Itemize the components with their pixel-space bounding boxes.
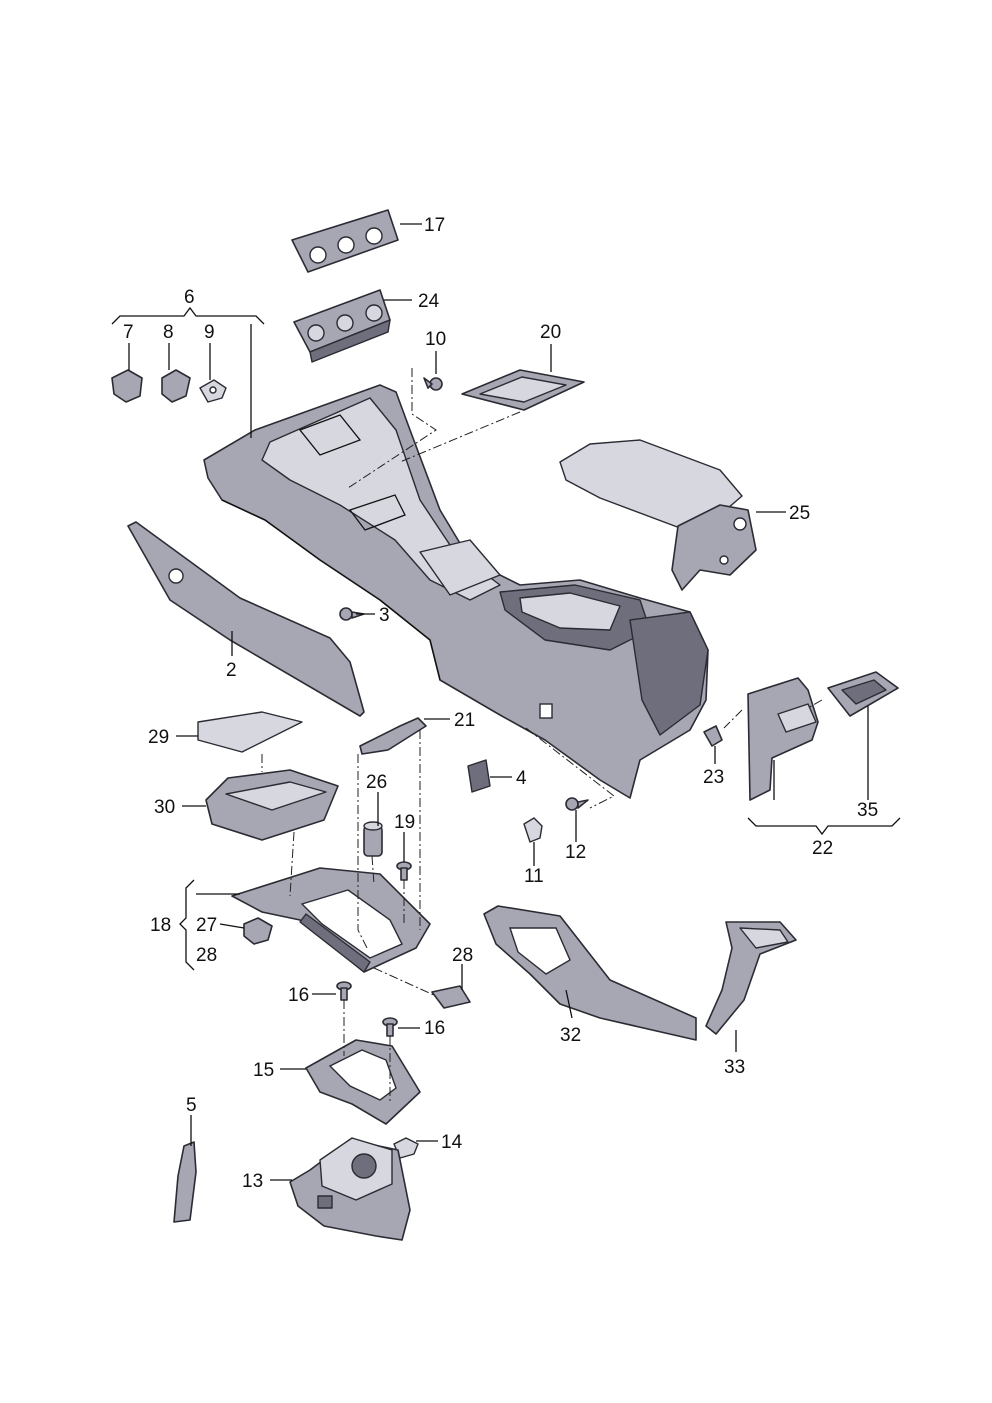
callout-30: 30 (154, 797, 175, 818)
part-15-bracket (305, 1039, 421, 1125)
part-16-screw-a (336, 981, 352, 1001)
part-4-switch (467, 759, 491, 793)
callout-32: 32 (560, 1025, 581, 1046)
part-24-control-unit (293, 289, 391, 363)
part-5-trim-strip (173, 1141, 197, 1223)
part-8-clip (161, 369, 191, 403)
part-28-clip (431, 985, 471, 1009)
callout-10: 10 (425, 329, 446, 350)
part-29-insert-mat (197, 711, 303, 753)
callout-9: 9 (204, 322, 215, 343)
callout-27: 27 (196, 915, 217, 936)
callout-3: 3 (379, 605, 390, 626)
callout-21: 21 (454, 710, 475, 731)
assembly-lines (261, 368, 823, 1102)
part-35-air-vent (827, 671, 899, 717)
part-7-clip (111, 369, 143, 403)
callout-17: 17 (424, 215, 445, 236)
part-32-air-duct (483, 905, 697, 1041)
leader-lines (111, 223, 901, 1181)
callout-35: 35 (857, 800, 878, 821)
part-27-clip (243, 917, 273, 945)
callout-6: 6 (184, 287, 195, 308)
callout-16-left: 16 (288, 985, 309, 1006)
callout-20: 20 (540, 322, 561, 343)
callout-7: 7 (123, 322, 134, 343)
part-20-mat (461, 369, 585, 411)
callout-5: 5 (186, 1095, 197, 1116)
part-6-center-console (203, 384, 709, 799)
part-22-rear-trim (747, 677, 819, 801)
part-23-bulb-holder (703, 725, 723, 747)
callout-15: 15 (253, 1060, 274, 1081)
part-13-shift-housing (289, 1137, 411, 1241)
part-33-air-duct (705, 921, 797, 1035)
part-21-bracket (359, 717, 427, 755)
callout-23: 23 (703, 767, 724, 788)
callout-12: 12 (565, 842, 586, 863)
part-9-nut (199, 379, 227, 403)
part-30-storage-tray (205, 769, 339, 841)
part-26-sleeve (363, 821, 383, 857)
callout-11: 11 (524, 866, 544, 887)
callout-29: 29 (148, 727, 169, 748)
part-18-shift-frame (231, 867, 431, 973)
part-11-cap (523, 817, 543, 843)
callout-26: 26 (366, 772, 387, 793)
callout-22: 22 (812, 838, 833, 859)
part-10-screw (423, 377, 443, 391)
callout-24: 24 (418, 291, 440, 312)
callout-28-left: 28 (196, 945, 217, 966)
part-16-screw-b (382, 1017, 398, 1037)
callout-14: 14 (441, 1132, 463, 1153)
part-2-side-panel (127, 521, 365, 717)
callout-25: 25 (789, 503, 810, 524)
callout-33: 33 (724, 1057, 745, 1078)
part-25-armrest (559, 439, 757, 591)
callout-13: 13 (242, 1171, 263, 1192)
callout-16-right: 16 (424, 1018, 445, 1039)
callout-8: 8 (163, 322, 174, 343)
callout-19: 19 (394, 812, 415, 833)
callout-18: 18 (150, 915, 171, 936)
callout-labels: 17 24 6 7 8 9 10 20 25 3 2 29 21 4 23 26… (123, 215, 878, 1192)
callout-2: 2 (226, 660, 237, 681)
part-17-trim-panel (291, 209, 399, 273)
callout-28-right: 28 (452, 945, 473, 966)
part-19-screw (396, 861, 412, 881)
part-12-screw (565, 797, 589, 811)
callout-4: 4 (516, 768, 527, 789)
